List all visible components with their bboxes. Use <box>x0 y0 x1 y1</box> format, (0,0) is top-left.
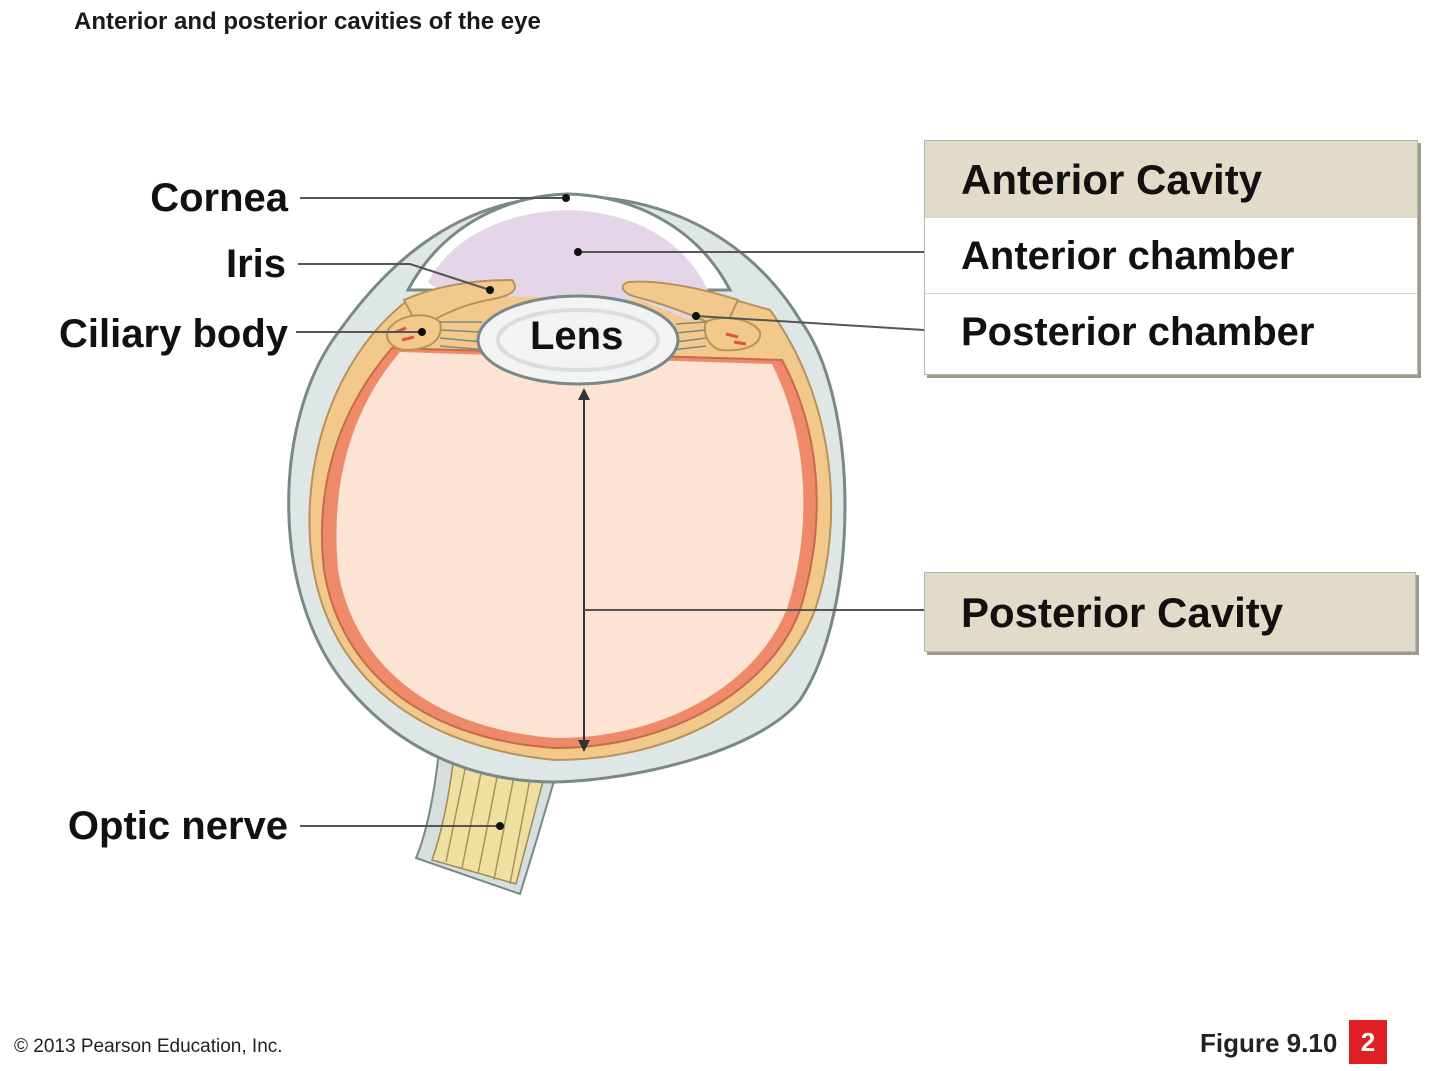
figure-number: Figure 9.10 <box>1200 1028 1338 1058</box>
page-number-badge: 2 <box>1349 1020 1387 1064</box>
leader-lines <box>296 197 925 827</box>
vitreous-body-shape <box>336 352 804 738</box>
posterior-chamber-label: Posterior chamber <box>961 310 1315 354</box>
anterior-chamber-label: Anterior chamber <box>925 218 1417 294</box>
leader-dots <box>418 194 700 830</box>
label-lens: Lens <box>530 314 624 358</box>
slide-title: Anterior and posterior cavities of the e… <box>74 8 541 35</box>
anterior-cavity-box: Anterior Cavity Anterior chamber Posteri… <box>924 140 1418 375</box>
anterior-cavity-heading: Anterior Cavity <box>925 141 1417 218</box>
label-optic-nerve: Optic nerve <box>67 804 288 848</box>
label-iris: Iris <box>225 242 286 286</box>
label-cornea: Cornea <box>150 176 288 220</box>
copyright-notice: © 2013 Pearson Education, Inc. <box>14 1036 283 1057</box>
iris-right-shape <box>621 280 740 332</box>
label-ciliary-body: Ciliary body <box>59 312 288 356</box>
posterior-cavity-box: Posterior Cavity <box>924 572 1416 652</box>
posterior-cavity-arrow <box>578 388 590 752</box>
